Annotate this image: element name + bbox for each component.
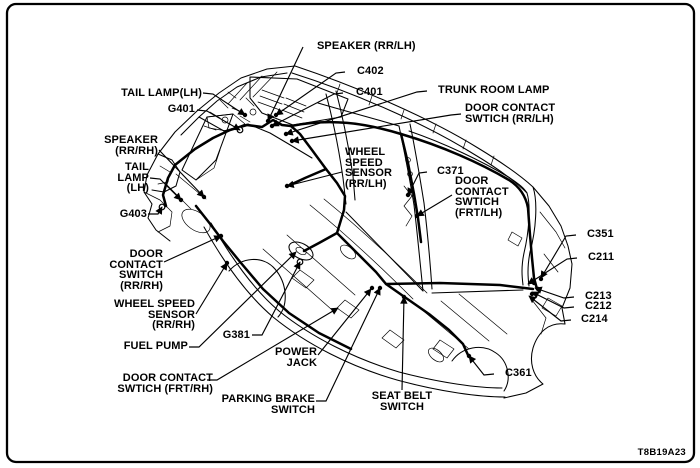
leader-door-contact-switch-rr-rh [163, 235, 222, 263]
leader-g381 [252, 261, 301, 336]
leader-tail-lamp-lh-upper [202, 92, 246, 116]
leader-c361 [468, 355, 495, 376]
figure-code: T8B19A23 [637, 447, 686, 458]
leader-trunk-room-lamp [285, 90, 428, 136]
leader-door-contact-switch-frt-rh [207, 307, 339, 381]
leader-door-contact-switch-rr-lh [291, 113, 462, 144]
leader-c212 [531, 291, 575, 309]
leader-c371 [407, 171, 428, 196]
leader-tail-lamp-lh-lower [149, 177, 182, 201]
leader-c401 [271, 92, 344, 127]
leader-parking-brake-switch [316, 287, 381, 402]
leader-c214 [528, 295, 572, 322]
diagram-border [5, 2, 696, 464]
leader-g403 [148, 206, 163, 215]
leader-wheel-speed-sensor-rr-rh [195, 262, 228, 315]
leader-fuel-pump [189, 251, 297, 348]
leader-c213 [534, 286, 575, 299]
leader-speaker-rr-rh [158, 149, 205, 198]
leader-wheel-speed-sensor-rr-lh [286, 171, 343, 188]
leader-door-contact-switch-frt-lh [416, 194, 453, 217]
leader-g401 [196, 109, 241, 131]
wiring-harness [158, 112, 544, 359]
leader-power-jack [317, 288, 372, 356]
leader-c211 [527, 257, 578, 285]
leader-c351 [540, 234, 577, 279]
leader-speaker-rr-lh [267, 46, 304, 122]
leader-seat-belt-switch [400, 296, 408, 391]
leader-c402 [275, 71, 346, 116]
